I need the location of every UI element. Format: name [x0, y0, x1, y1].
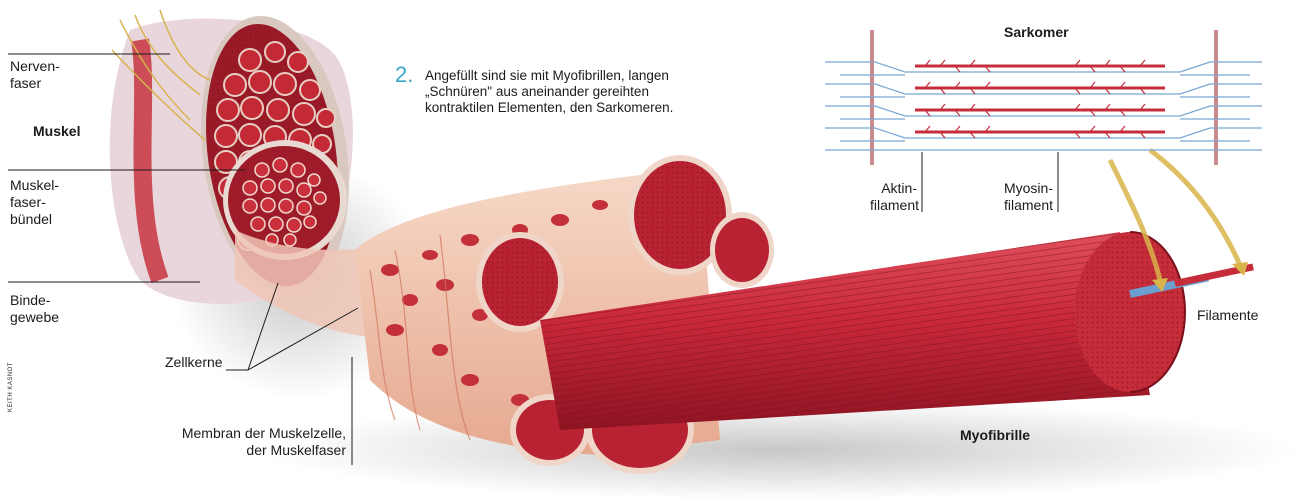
image-credit: KEITH KASNOT — [8, 362, 14, 412]
label-myosinfilament: Myosin- filament — [990, 180, 1053, 214]
label-aktinfilament: Aktin- filament — [870, 180, 917, 214]
step-number: 2. — [395, 62, 413, 88]
label-sarkomer: Sarkomer — [1004, 24, 1069, 41]
sarcomere-diagram — [825, 30, 1262, 165]
label-filamente: Filamente — [1197, 307, 1258, 324]
step-caption: Angefüllt sind sie mit Myofibrillen, lan… — [425, 68, 685, 116]
label-bindegewebe: Binde- gewebe — [10, 292, 59, 326]
label-membran: Membran der Muskelzelle, der Muskelfaser — [135, 425, 346, 459]
label-zellkerne: Zellkerne — [165, 354, 223, 371]
label-myofibrille: Myofibrille — [960, 427, 1030, 444]
label-muskel: Muskel — [33, 123, 80, 140]
label-nervenfaser: Nerven- faser — [10, 58, 60, 92]
label-muskelfaserbuendel: Muskel- faser- bündel — [10, 177, 59, 228]
